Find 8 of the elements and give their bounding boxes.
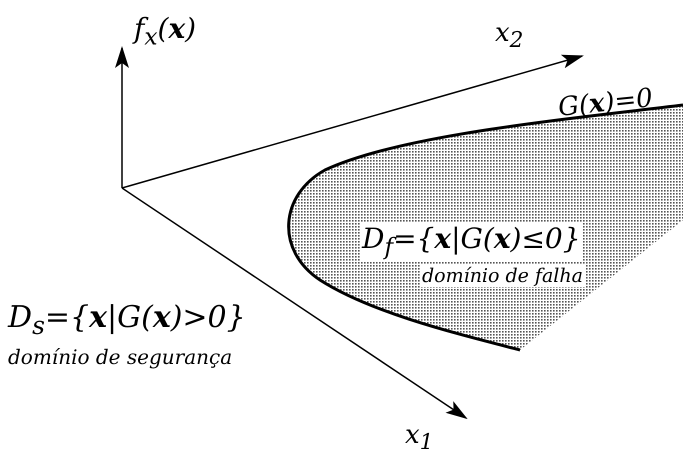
curve-label: G(x)=0 [556,83,654,123]
region-caption: domínio de segurança [8,345,232,369]
set-notation: D$_{s}$={x|G(x)>0} [8,300,246,340]
set-notation: D$_{f}$={x|G(x)≤0} [360,222,583,261]
region-caption: domínio de falha [420,265,585,287]
axis-label: f$_{x}$(x) [134,12,196,51]
axis-label: x$_{2}$ [495,18,524,54]
axis-label: x$_{1}$ [405,420,434,454]
